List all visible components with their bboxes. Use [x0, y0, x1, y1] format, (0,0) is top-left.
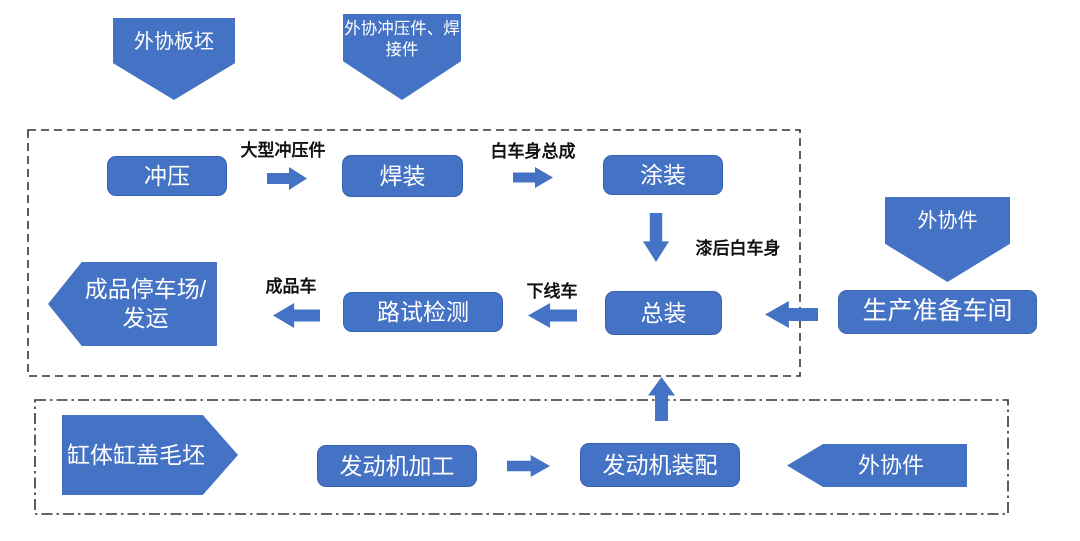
welding-box: 焊装	[342, 155, 463, 197]
prep-workshop-box: 生产准备车间	[838, 290, 1037, 334]
label-finished-vehicle: 成品车	[265, 277, 317, 296]
stamping-box: 冲压	[107, 156, 227, 196]
label-painted-body: 漆后白车身	[695, 239, 781, 258]
road-test-box: 路试检测	[343, 292, 503, 332]
label-body-in-white: 白车身总成	[490, 142, 576, 161]
painting-box: 涂装	[603, 155, 723, 195]
engine-plant-boundary	[34, 399, 1009, 515]
input-cylinder-blank-pentagon: 缸体缸盖毛坯	[62, 415, 238, 495]
engine-machining-box: 发动机加工	[317, 445, 477, 487]
final-assembly-box: 总装	[605, 291, 722, 335]
label-large-stampings: 大型冲压件	[240, 141, 326, 160]
engine-assembly-box: 发动机装配	[580, 443, 740, 487]
finished-parking-pentagon: 成品停车场/发运	[48, 262, 217, 346]
input-outsourced-parts-engine-pentagon: 外协件	[787, 444, 967, 487]
vehicle-plant-boundary	[27, 129, 801, 377]
label-offline-vehicle: 下线车	[526, 282, 578, 301]
